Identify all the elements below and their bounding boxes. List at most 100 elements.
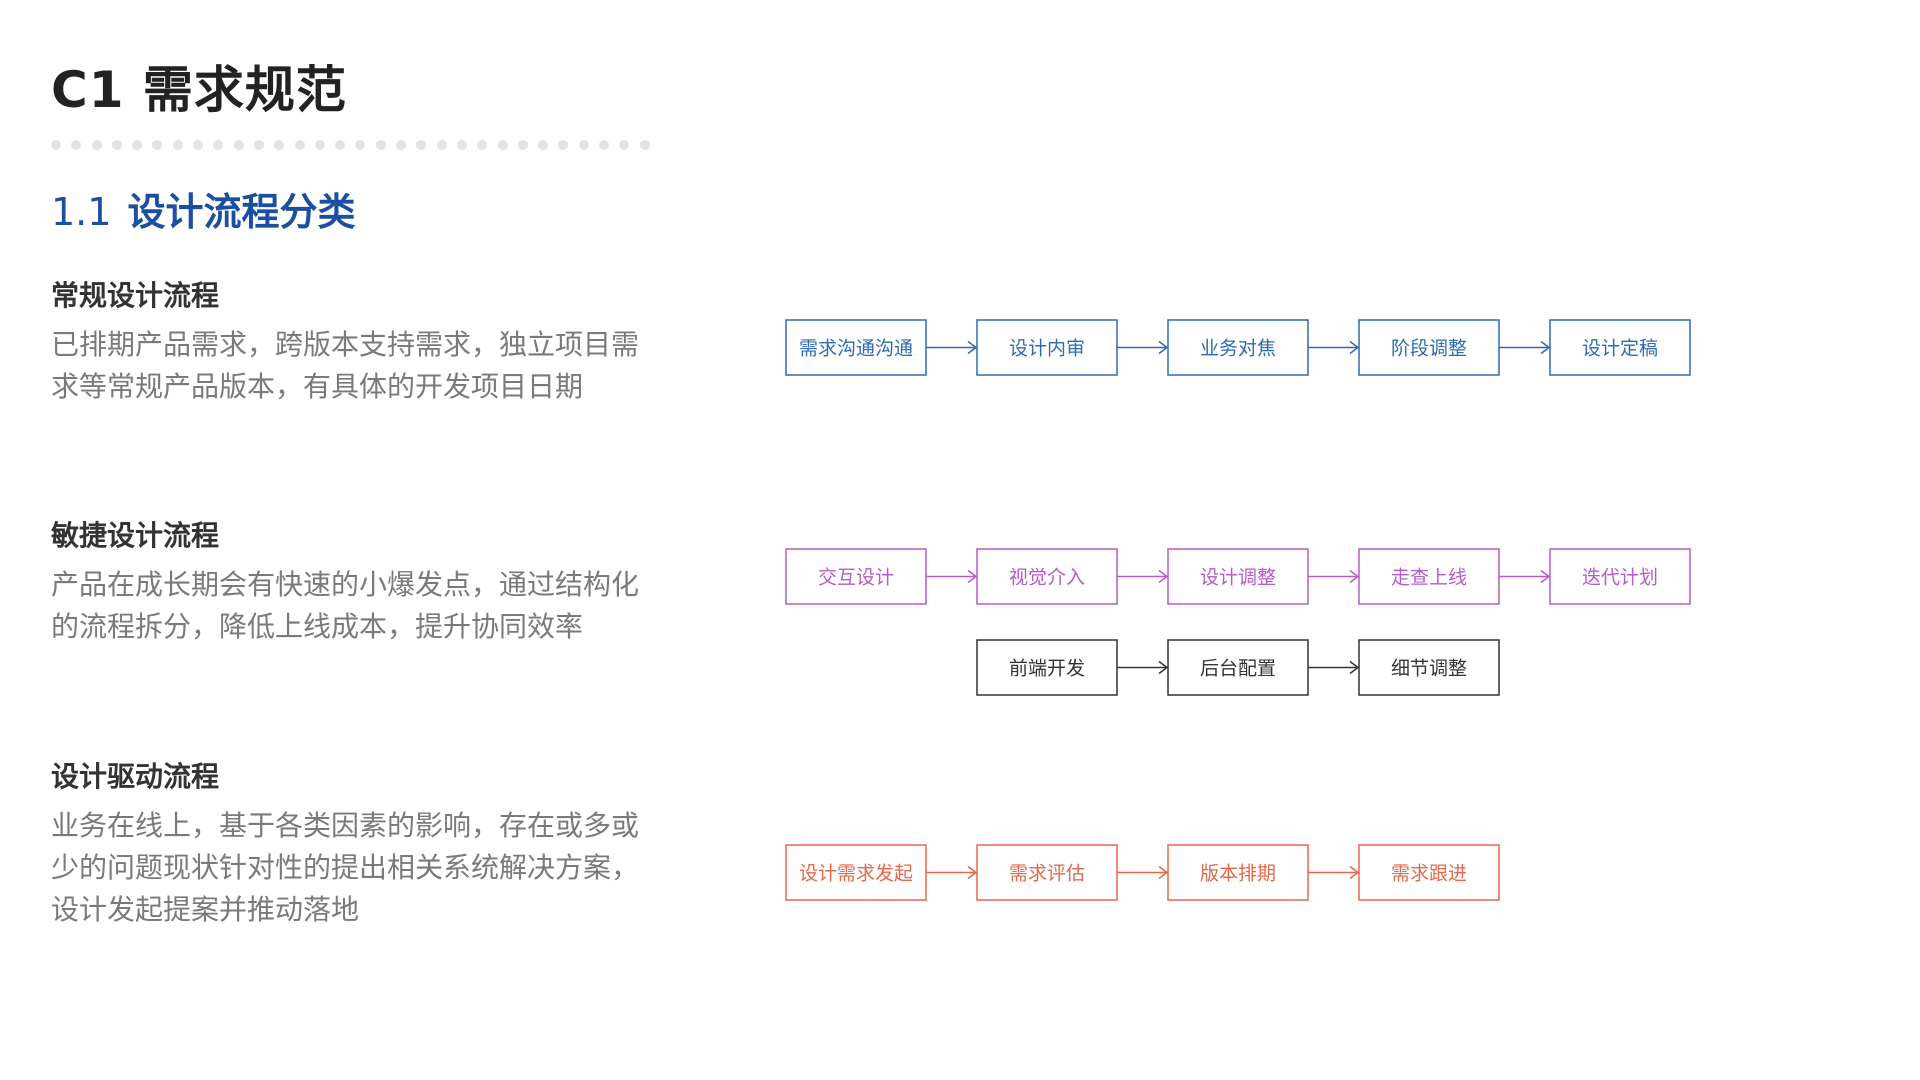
flow-description: 产品在成长期会有快速的小爆发点，通过结构化的流程拆分，降低上线成本，提升协同效率 [51,568,640,643]
divider-dot [233,140,244,150]
divider-dot [578,140,589,150]
divider-dot [253,140,264,150]
flow-step: 设计内审 [976,319,1118,376]
flow-step-label: 业务对焦 [1200,338,1276,360]
flow-block-driven: 设计驱动流程 业务在线上，基于各类因素的影响，存在或多或少的问题现状针对性的提出… [51,757,641,931]
section-heading: 1.1 设计流程分类 [51,187,355,245]
flow-step-label: 交互设计 [818,567,894,589]
divider-dot [335,140,346,150]
flow-step-label: 细节调整 [1391,658,1467,680]
flow-step: 需求跟进 [1358,844,1500,901]
divider-dot [497,140,508,150]
divider-dot [193,140,204,150]
flow-step: 走查上线 [1358,548,1500,605]
divider-dot [314,140,325,150]
flow-step-box [976,639,1118,696]
flow-step-box [1549,548,1691,605]
flow-name: 设计驱动流程 [51,760,220,793]
flow-step-label: 需求跟进 [1391,863,1467,885]
section-number: 1.1 [51,190,112,234]
divider-dot [172,140,183,150]
flow-name: 常规设计流程 [51,279,220,312]
divider-dot [91,140,102,150]
flow-step: 业务对焦 [1167,319,1309,376]
flow-arrow [926,569,978,584]
flow-step-box [1358,548,1500,605]
flow-step-box [785,844,927,901]
flow-step-label: 后台配置 [1200,658,1276,680]
divider-dot [132,140,143,150]
divider-dot [517,140,528,150]
flow-arrow [1308,660,1360,675]
divider-dot [477,140,488,150]
flow-step-box [1358,319,1500,376]
flow-block-regular: 常规设计流程 已排期产品需求，跨版本支持需求，独立项目需求等常规产品版本，有具体… [51,276,641,408]
divider-dot [111,140,122,150]
page-title: C1 需求规范 [51,61,347,119]
flow-arrow [926,340,978,355]
divider-dot [274,140,285,150]
divider-dot [355,140,366,150]
flow-step: 设计定稿 [1549,319,1691,376]
divider-dot [639,140,650,150]
divider-dot [294,140,305,150]
flow-step-label: 前端开发 [1009,658,1085,680]
flow-block-agile: 敏捷设计流程 产品在成长期会有快速的小爆发点，通过结构化的流程拆分，降低上线成本… [51,516,641,648]
flow-step-box [1167,844,1309,901]
flow-step: 需求沟通沟通 [785,319,927,376]
flow-arrow [1499,340,1551,355]
flow-step: 设计调整 [1167,548,1309,605]
flow-step: 迭代计划 [1549,548,1691,605]
flow-step-box [976,844,1118,901]
flow-description: 业务在线上，基于各类因素的影响，存在或多或少的问题现状针对性的提出相关系统解决方… [51,809,640,926]
flow-step: 设计需求发起 [785,844,927,901]
flow-step: 视觉介入 [976,548,1118,605]
flow-step-label: 走查上线 [1391,567,1467,589]
flow-step-label: 设计定稿 [1582,338,1658,360]
flow-step-label: 迭代计划 [1582,567,1658,589]
flow-step-box [1167,319,1309,376]
flow-step-box [1167,639,1309,696]
flow-arrow [1308,340,1360,355]
flow-step: 版本排期 [1167,844,1309,901]
flow-arrow [1117,865,1169,880]
section-title: 设计流程分类 [127,190,356,234]
flow-step-box [785,319,927,376]
flow-step: 后台配置 [1167,639,1309,696]
flow-step-box [1549,319,1691,376]
flow-step: 阶段调整 [1358,319,1500,376]
flow-step-box [1358,639,1500,696]
flow-description: 已排期产品需求，跨版本支持需求，独立项目需求等常规产品版本，有具体的开发项目日期 [51,328,640,403]
flow-step-label: 阶段调整 [1391,338,1467,360]
flow-step-label: 需求沟通沟通 [799,338,913,360]
flow-arrow [1499,569,1551,584]
flow-arrow [1117,340,1169,355]
flow-step-label: 设计调整 [1200,567,1276,589]
flow-arrow [926,865,978,880]
divider-dot [538,140,549,150]
divider-dot [213,140,224,150]
flow-step-box [1358,844,1500,901]
divider-dot [71,140,82,150]
flow-arrow [1308,865,1360,880]
dotted-divider [51,140,651,150]
divider-dot [456,140,467,150]
divider-dot [51,140,61,150]
divider-dot [152,140,163,150]
flow-step-label: 设计需求发起 [799,863,913,885]
flow-step-label: 版本排期 [1200,863,1276,885]
flow-step-label: 需求评估 [1009,863,1085,885]
divider-dot [375,140,386,150]
divider-dot [396,140,407,150]
flow-step-label: 视觉介入 [1009,567,1085,589]
divider-dot [558,140,569,150]
flow-step-box [976,319,1118,376]
flow-step: 交互设计 [785,548,927,605]
divider-dot [416,140,427,150]
flow-step: 细节调整 [1358,639,1500,696]
divider-dot [619,140,630,150]
flow-step: 需求评估 [976,844,1118,901]
divider-dot [436,140,447,150]
flow-step-box [785,548,927,605]
